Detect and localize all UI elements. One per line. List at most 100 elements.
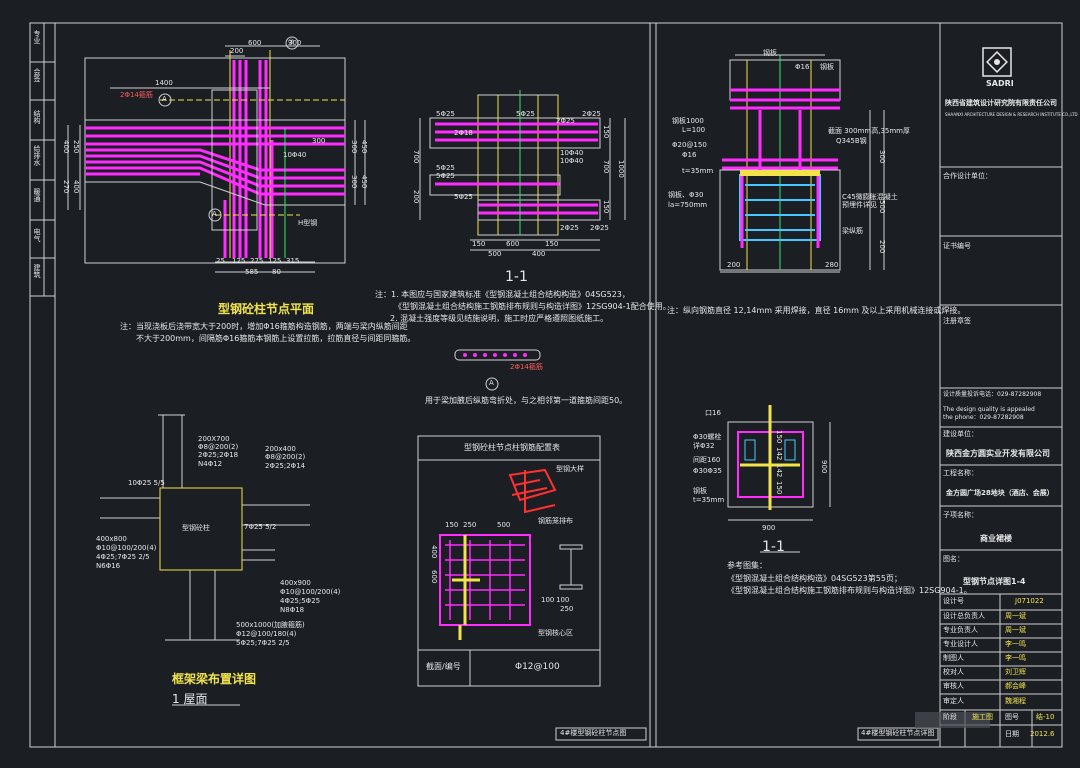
label: N4Φ12 — [198, 460, 223, 468]
label: 预埋件详见 — [842, 201, 877, 209]
detail-a-drawing — [454, 349, 541, 391]
plan-title: 型钢砼柱节点平面 — [218, 302, 315, 316]
table-col-right: Φ12@100 — [515, 662, 560, 672]
company-name-en: SHAANXI ARCHITECTURE DESIGN & RESEARCH I… — [945, 112, 1078, 117]
dim: 1400 — [155, 79, 173, 87]
red-label: 2Φ14箍筋 — [510, 363, 543, 371]
dim: 10Φ40 — [560, 149, 584, 157]
phone-en-2: the phone：029-87282908 — [943, 414, 1024, 421]
company-name: 陕西省建筑设计研究院有限责任公司 — [945, 99, 1057, 107]
row-value: 魏湘程 — [1005, 697, 1026, 705]
ref-2: 《型钢混凝土组合结构施工钢筋排布规则与构造详图》12SG904-1。 — [727, 586, 972, 595]
bottom-value: 结-10 — [1036, 713, 1055, 721]
label: 2Φ25;2Φ14 — [265, 462, 306, 470]
dim: 100 — [541, 596, 555, 604]
row-label: 制图人 — [943, 654, 964, 662]
label: N6Φ16 — [96, 562, 121, 570]
label: Q345B钢 — [836, 137, 867, 145]
row-label: 设计号 — [943, 597, 964, 605]
strip-label: 专业 — [33, 30, 41, 44]
dim: 钢板 — [820, 63, 834, 71]
dim: 5Φ25 — [516, 110, 535, 118]
dim: 5Φ25 — [436, 110, 455, 118]
dim: 450 — [360, 140, 368, 154]
axis-a: A — [489, 379, 494, 387]
frame-beam-drawing — [100, 414, 310, 706]
dim: 150 — [445, 521, 459, 529]
dim: 900 — [762, 524, 776, 532]
dim: 200 — [878, 240, 886, 254]
dim: 900 — [820, 460, 828, 474]
section-note-2: 《型钢混凝土组合结构施工钢筋排布规则与构造详图》12SG904-1配合使用。 — [394, 302, 671, 311]
label: 型钢大样 — [556, 465, 584, 473]
dim: 142 — [775, 464, 783, 478]
dim: 270 — [62, 180, 70, 194]
dim: 275 — [250, 257, 264, 265]
dim: 400 — [430, 545, 438, 559]
label: Φ8@200(2) — [198, 443, 239, 451]
drawing-name: 型钢节点详图1-4 — [963, 577, 1026, 586]
strip-label: 建筑 — [33, 264, 41, 278]
label: 400x900 — [280, 579, 311, 587]
section-1-1-drawing — [419, 90, 626, 251]
section-note-1: 注：1. 本图应与国家建筑标准《型钢混凝土组合结构构造》04SG523， — [375, 290, 630, 299]
dim: 150 — [602, 125, 610, 139]
row-label: 校对人 — [943, 668, 964, 676]
logo-text: SADRI — [986, 79, 1014, 88]
label: 钢板、Φ30 — [668, 191, 704, 199]
label: Φ20@150 — [672, 141, 707, 149]
dim: 2Φ25 — [560, 224, 579, 232]
row-label: 审定人 — [943, 697, 964, 705]
dim: 250 — [463, 521, 477, 529]
label: 400x800 — [96, 535, 127, 543]
cert-label: 证书编号 — [943, 242, 971, 250]
label: 5Φ25;7Φ25 2/5 — [236, 639, 290, 647]
label: Φ16 — [682, 151, 697, 159]
dim: 400 — [62, 140, 70, 154]
section-3-title: 1-1 — [762, 539, 785, 555]
dim: 700 — [602, 160, 610, 174]
plan-note-2: 不大于200mm，间隔筋Φ16箍筋本钢筋上设置拉筋，拉筋直径与间距同箍筋。 — [136, 334, 416, 343]
frame-beam-title: 框架梁布置详图 — [172, 672, 257, 686]
column-label: 型钢砼柱 — [182, 524, 210, 532]
row-value: J071022 — [1015, 597, 1044, 605]
axis-a: A — [212, 210, 217, 218]
label: 型钢核心区 — [538, 629, 573, 637]
dim: 300 — [312, 137, 326, 145]
dim: 2Φ25 — [582, 110, 601, 118]
dim: 5Φ25 — [436, 164, 455, 172]
phone: 设计质量投诉电话：029-87282908 — [943, 391, 1042, 398]
dim: 80 — [272, 268, 281, 276]
section-2-drawing — [719, 54, 885, 273]
ref-title: 参考图集： — [727, 561, 767, 570]
row-label: 审核人 — [943, 682, 964, 690]
bottom-label: 图号 — [1005, 713, 1019, 721]
dim: 280 — [825, 261, 839, 269]
dim: 150 — [775, 481, 783, 495]
label: 500x1000(加腋箍筋) — [236, 621, 305, 629]
dim: 150 — [602, 200, 610, 214]
label: la=750mm — [668, 201, 708, 209]
dim: 5Φ25 — [454, 193, 473, 201]
client-label: 建设单位： — [943, 430, 978, 438]
label: t=35mm — [693, 496, 725, 504]
label: 7Φ25 5/2 — [244, 523, 277, 531]
dim: 300 — [350, 175, 358, 189]
row-value: 周一斌 — [1005, 612, 1026, 620]
row-value: 郝会峰 — [1005, 682, 1026, 690]
dim: 10Φ40 — [560, 157, 584, 165]
dim: 142 — [775, 447, 783, 461]
bottom-value: 2012.6 — [1030, 730, 1055, 738]
axis-a: A — [162, 95, 167, 103]
label: 200x400 — [265, 445, 296, 453]
dim: 200 — [412, 190, 420, 204]
label: 钢板 — [693, 487, 707, 495]
label: C45微膨胀混凝土 — [842, 193, 898, 201]
sub-label: 子项名称： — [943, 511, 978, 519]
row-value: 李一鸣 — [1005, 654, 1026, 662]
dim: 钢板 — [763, 49, 777, 57]
dim: 600 — [506, 240, 520, 248]
project: 金方圆广场28地块（酒店、会展） — [946, 489, 1054, 497]
dim: 300 — [288, 39, 302, 47]
